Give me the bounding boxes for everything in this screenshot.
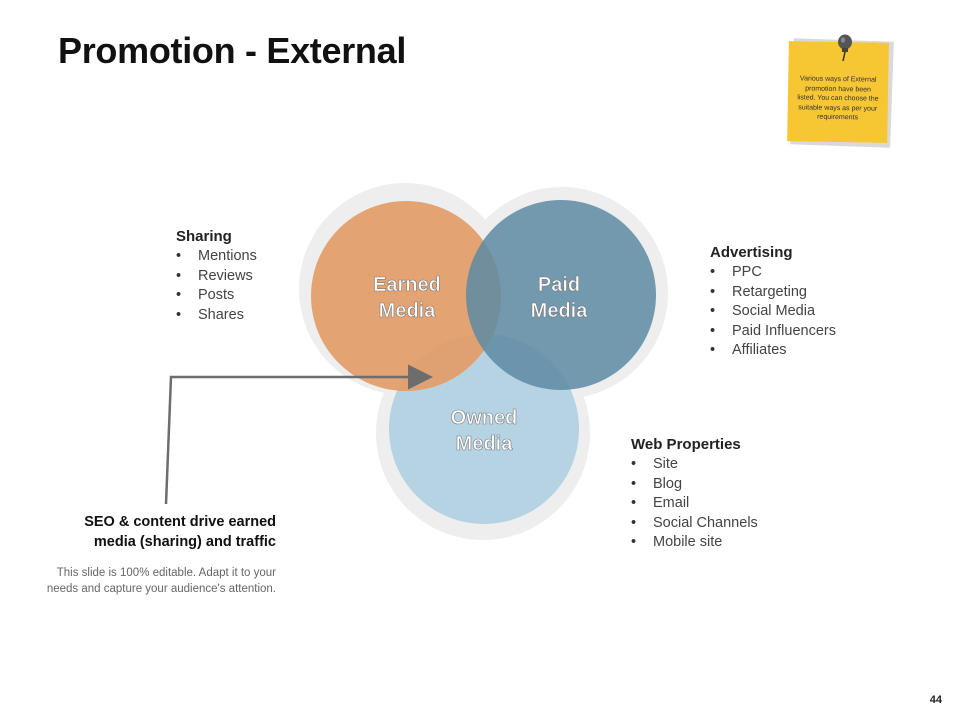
list-item: •Paid Influencers [710,322,836,339]
earned-media-label-line2: Media [379,300,437,322]
list-item: •PPC [710,264,762,280]
list-item: •Social Media [710,303,816,319]
list-item: •Reviews [176,267,253,284]
seo-callout: SEO & content drive earned media (sharin… [40,512,276,597]
web-properties-list: •Site •Blog •Email •Social Channels •Mob… [631,455,758,553]
page-title: Promotion - External [58,30,407,71]
list-item: •Email [631,495,690,511]
list-item: •Mentions [176,248,257,264]
list-item: •Shares [176,306,244,323]
earned-media-label-line1: Earned [373,274,441,296]
owned-media-label-line1: Owned [451,407,518,429]
page-number: 44 [929,694,942,706]
sharing-title: Sharing [176,228,232,245]
paid-media-circle [466,200,656,390]
pushpin-icon [838,34,852,62]
seo-heading-line2: media (sharing) and traffic [93,534,276,550]
seo-arrow-connector [164,364,433,505]
paid-media-label-line2: Media [531,300,589,322]
list-item: •Posts [176,287,235,303]
sticky-note: Various ways of External promotion have … [787,34,898,154]
seo-heading-line1: SEO & content drive earned [84,514,276,530]
list-item: •Retargeting [710,283,807,300]
list-item: •Site [631,456,678,472]
list-item: •Social Channels [631,514,758,531]
sharing-list: •Mentions •Reviews •Posts •Shares [176,247,257,325]
advertising-list: •PPC •Retargeting •Social Media •Paid In… [710,263,836,361]
advertising-title: Advertising [710,244,793,261]
list-item: •Blog [631,475,683,492]
earned-media-circle [311,201,501,391]
paid-media-label-line1: Paid [538,274,580,296]
web-properties-group: Web Properties •Site •Blog •Email •Socia… [631,436,758,553]
owned-media-label-line2: Media [456,433,514,455]
list-item: •Mobile site [631,534,723,550]
advertising-group: Advertising •PPC •Retargeting •Social Me… [710,244,836,361]
sharing-group: Sharing •Mentions •Reviews •Posts •Share… [176,228,257,325]
seo-description: This slide is 100% editable. Adapt it to… [46,567,276,595]
web-properties-title: Web Properties [631,436,741,453]
list-item: •Affiliates [710,342,787,358]
